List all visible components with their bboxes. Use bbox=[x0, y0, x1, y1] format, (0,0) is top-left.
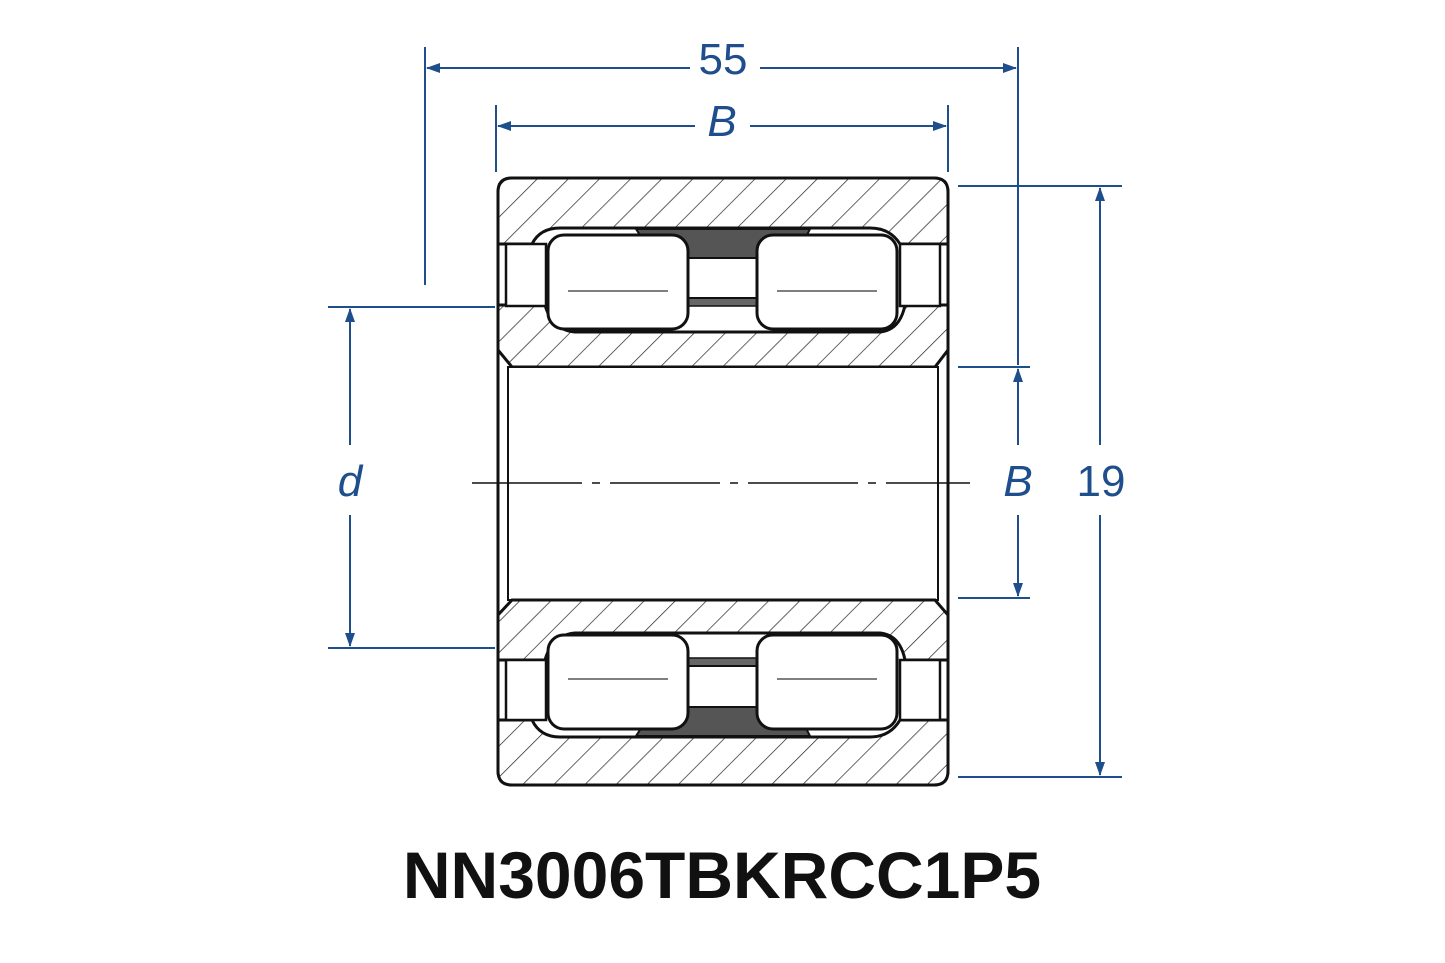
dimension-label-b-right: B bbox=[1003, 457, 1032, 506]
outer-ring-bottom bbox=[496, 718, 950, 787]
cage-bottom-bar bbox=[687, 657, 759, 667]
dimension-bore: d bbox=[328, 306, 495, 649]
roller-top-right bbox=[755, 233, 899, 331]
roller-bottom-left bbox=[546, 633, 690, 731]
roller-bottom-right bbox=[755, 633, 899, 731]
cage-middle bbox=[687, 665, 759, 708]
cage-top-bar bbox=[687, 297, 759, 307]
part-number-title: NN3006TBKRCC1P5 bbox=[403, 838, 1041, 912]
dimension-right-width: B bbox=[958, 366, 1033, 599]
cage-side bbox=[504, 658, 548, 722]
dimension-label-19: 19 bbox=[1077, 457, 1126, 506]
dimension-top-width: B bbox=[495, 97, 949, 172]
dimension-label-55: 55 bbox=[699, 35, 748, 84]
cage-middle bbox=[687, 257, 759, 299]
cage-side bbox=[898, 658, 942, 722]
dimension-label-d: d bbox=[338, 457, 364, 506]
cage-side bbox=[898, 242, 942, 308]
roller-top-left bbox=[546, 233, 690, 331]
dimension-height: 19 bbox=[958, 185, 1126, 778]
outer-ring-top bbox=[496, 176, 950, 246]
dimension-overall-width: 55 bbox=[424, 35, 1019, 365]
dimension-label-b-top: B bbox=[707, 97, 736, 146]
cage-side bbox=[504, 242, 548, 308]
